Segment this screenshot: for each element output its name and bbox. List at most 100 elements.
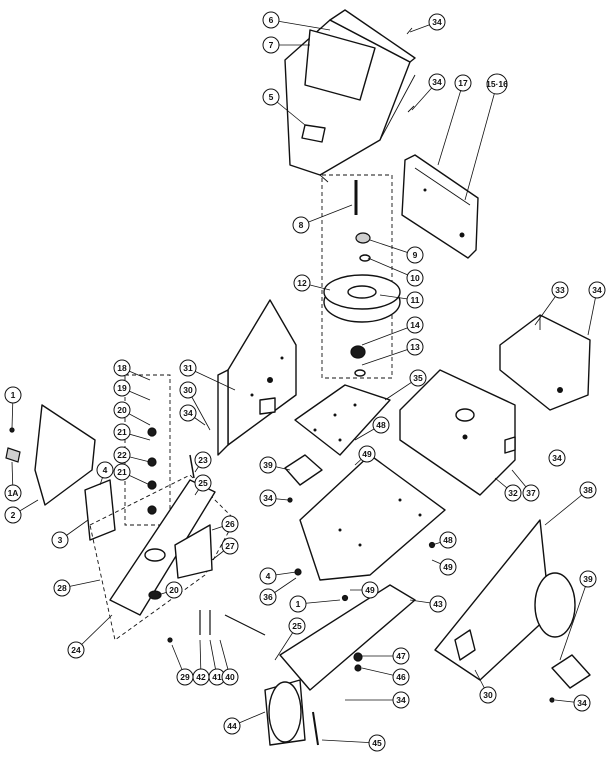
- callout-circle-22: [113, 446, 131, 464]
- callout-label-39a: 39: [263, 460, 273, 470]
- base-plate: [299, 454, 446, 581]
- callout-label-31: 31: [183, 363, 193, 373]
- callout-label-1b: 1: [296, 599, 301, 609]
- callout-label-4b: 4: [266, 571, 271, 581]
- callout-label-4a: 4: [103, 465, 108, 475]
- callout-circle-10: [406, 269, 424, 287]
- callout-1a: 1: [4, 386, 22, 404]
- callout-34d: 34: [179, 404, 197, 422]
- callout-circle-9: [406, 246, 424, 264]
- callout-36: 36: [259, 588, 277, 606]
- callout-47: 47: [392, 647, 410, 665]
- callout-48b: 48: [439, 531, 457, 549]
- callout-circle-43: [429, 595, 447, 613]
- callout-circle-17: [454, 74, 472, 92]
- callout-7: 7: [262, 36, 280, 54]
- callout-label-45: 45: [372, 738, 382, 748]
- hopper-decal: [301, 124, 326, 143]
- callout-circle-34d: [179, 404, 197, 422]
- callout-circle-36: [259, 588, 277, 606]
- callout-label-26: 26: [225, 519, 235, 529]
- callout-label-14: 14: [410, 320, 420, 330]
- callout-circle-11: [406, 291, 424, 309]
- callout-label-49b: 49: [443, 562, 453, 572]
- callout-19: 19: [113, 379, 131, 397]
- cover-plate-39: [284, 454, 323, 486]
- callout-circle-47: [392, 647, 410, 665]
- cover-plate-39b: [551, 654, 591, 689]
- leader-line-13: [361, 346, 416, 366]
- leader-line-39b: [559, 578, 589, 661]
- leader-line-10: [367, 257, 416, 279]
- callout-38: 38: [579, 481, 597, 499]
- callout-circle-30b: [479, 686, 497, 704]
- callout-37: 37: [522, 484, 540, 502]
- callout-circle-20a: [113, 401, 131, 419]
- callout-label-11: 11: [411, 295, 420, 305]
- callout-label-17: 17: [458, 78, 468, 88]
- callout-24: 24: [67, 641, 85, 659]
- callout-label-8: 8: [299, 220, 304, 230]
- callout-label-25: 25: [198, 478, 208, 488]
- leader-line-38: [544, 489, 589, 526]
- callout-45: 45: [368, 734, 386, 752]
- callout-circle-7: [262, 36, 280, 54]
- fan-housing: [434, 519, 576, 681]
- callout-9: 9: [406, 246, 424, 264]
- mount-plate: [294, 384, 391, 456]
- callout-circle-18: [113, 359, 131, 377]
- callout-27: 27: [221, 537, 239, 555]
- callout-label-34d: 34: [183, 408, 193, 418]
- callout-label-34c: 34: [592, 285, 602, 295]
- callout-34e: 34: [259, 489, 277, 507]
- callout-circle-34h: [573, 694, 591, 712]
- callout-circle-21a: [113, 423, 131, 441]
- callout-label-34b: 34: [432, 77, 442, 87]
- leader-line-14: [361, 324, 416, 346]
- callout-circle-34g: [392, 691, 410, 709]
- callout-label-6: 6: [269, 15, 274, 25]
- callout-circle-15-16: [486, 73, 508, 95]
- leader-line-31: [187, 367, 236, 391]
- callout-13: 13: [406, 338, 424, 356]
- callout-label-19: 19: [117, 383, 127, 393]
- callout-39b: 39: [579, 570, 597, 588]
- hopper-window: [304, 29, 376, 101]
- callout-label-34a: 34: [432, 17, 442, 27]
- callout-circle-32: [504, 484, 522, 502]
- callout-39a: 39: [259, 456, 277, 474]
- callout-label-2: 2: [11, 510, 16, 520]
- callout-label-15-16: 15·16: [486, 79, 508, 89]
- callout-circle-8: [292, 216, 310, 234]
- callout-circle-25: [194, 474, 212, 492]
- callout-41: 41: [208, 668, 226, 686]
- callout-34b: 34: [428, 73, 446, 91]
- callout-34a: 34: [428, 13, 446, 31]
- callout-label-32: 32: [508, 488, 518, 498]
- callout-label-13: 13: [410, 342, 420, 352]
- callout-label-48b: 48: [443, 535, 453, 545]
- callout-label-35: 35: [413, 373, 423, 383]
- callout-28: 28: [53, 579, 71, 597]
- callout-49a: 49: [358, 445, 376, 463]
- callout-26: 26: [221, 515, 239, 533]
- leader-line-45: [321, 739, 378, 744]
- callout-label-12: 12: [297, 278, 307, 288]
- callout-21b: 21: [113, 463, 131, 481]
- callout-circle-49b: [439, 558, 457, 576]
- callout-22: 22: [113, 446, 131, 464]
- callout-label-23: 23: [198, 455, 208, 465]
- callout-circle-27: [221, 537, 239, 555]
- callout-15-16: 15·16: [486, 73, 508, 95]
- callout-33: 33: [551, 281, 569, 299]
- callout-34f: 34: [548, 449, 566, 467]
- callout-29: 29: [176, 668, 194, 686]
- callout-label-27: 27: [225, 541, 235, 551]
- callout-label-34h: 34: [577, 698, 587, 708]
- frame-plate: [217, 299, 297, 456]
- callout-label-28: 28: [57, 583, 67, 593]
- callout-label-48a: 48: [376, 420, 386, 430]
- callout-circle-33: [551, 281, 569, 299]
- callout-circle-4b: [259, 567, 277, 585]
- callout-circle-34e: [259, 489, 277, 507]
